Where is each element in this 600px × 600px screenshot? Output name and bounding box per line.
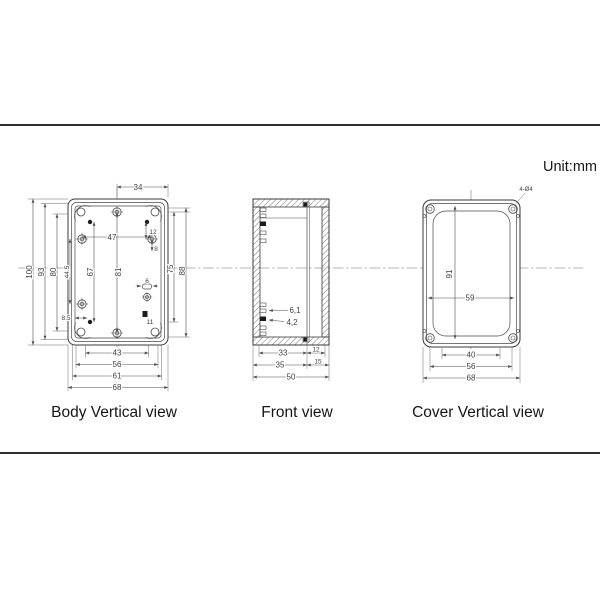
dim-cover-91: 91 <box>445 269 454 278</box>
dim-body-44-5: 44.5 <box>64 265 71 278</box>
corner-hole <box>150 207 160 217</box>
body-dimension-lines <box>31 185 188 389</box>
locating-dot <box>144 219 150 225</box>
dim-front-35: 35 <box>276 361 285 370</box>
body-mid-wall <box>71 202 165 342</box>
dim-body-47: 47 <box>108 233 117 242</box>
cover-mid-edge <box>426 203 517 344</box>
front-top-wall <box>252 198 330 208</box>
dim-body-8: 8 <box>154 246 158 253</box>
dim-body-88: 88 <box>178 266 187 275</box>
terminal-block <box>142 311 148 317</box>
dim-front-6-1: 6,1 <box>289 306 301 315</box>
front-top-step <box>302 201 310 207</box>
front-right-wall <box>321 206 330 338</box>
front-view: 6,1 4,2 33 12 35 15 50 <box>252 198 330 383</box>
dim-front-4-2: 4,2 <box>286 318 298 327</box>
dim-body-80: 80 <box>49 267 58 276</box>
front-bottom-step <box>302 337 310 343</box>
caption-body-view: Body Vertical view <box>51 404 177 421</box>
dim-body-81: 81 <box>114 267 123 276</box>
dim-front-33: 33 <box>279 349 288 358</box>
dim-body-6: 6 <box>145 278 149 285</box>
dim-cover-56: 56 <box>467 362 476 371</box>
corner-hole <box>150 327 160 337</box>
front-bottom-seal <box>303 337 308 342</box>
boss-left-lower <box>75 297 89 311</box>
corner-ear-arc <box>145 205 162 222</box>
dim-body-43: 43 <box>113 349 122 358</box>
boss-small <box>141 291 153 303</box>
dim-body-8-5: 8.5 <box>61 315 70 322</box>
dim-body-11: 11 <box>147 319 154 326</box>
dim-cover-hole-note: 4-Ø4 <box>519 187 533 193</box>
front-left-wall <box>252 206 261 338</box>
unit-label: Unit:mm <box>543 159 597 175</box>
cover-dimension-lines <box>423 206 520 380</box>
caption-cover-view: Cover Vertical view <box>412 404 544 421</box>
dim-body-61: 61 <box>113 372 122 381</box>
dim-body-100: 100 <box>25 265 34 279</box>
cover-note-leader <box>513 192 526 207</box>
dim-body-12: 12 <box>149 229 157 236</box>
corner-hole <box>76 327 86 337</box>
dim-cover-40: 40 <box>467 351 476 360</box>
cover-corner-holes <box>422 204 520 343</box>
dim-front-12: 12 <box>312 347 320 354</box>
dim-body-34: 34 <box>134 183 143 192</box>
dim-cover-68: 68 <box>467 374 476 383</box>
front-ribs <box>259 207 267 336</box>
dim-body-93: 93 <box>37 267 46 276</box>
dim-cover-59: 59 <box>466 294 475 303</box>
dim-body-68: 68 <box>113 383 122 392</box>
dim-body-56: 56 <box>113 360 122 369</box>
corner-ear-arc <box>74 322 91 339</box>
caption-front-view: Front view <box>261 404 333 421</box>
dim-body-67: 67 <box>86 267 95 276</box>
locating-dot <box>87 219 93 225</box>
dim-front-50: 50 <box>287 373 296 382</box>
corner-ear-arc <box>74 205 91 222</box>
boss-left <box>75 232 89 246</box>
slot-feature <box>142 283 152 290</box>
locating-dot <box>87 319 93 325</box>
cover-view: 91 59 40 56 68 4-Ø4 <box>422 186 534 384</box>
dim-front-15: 15 <box>314 359 322 366</box>
corner-hole <box>76 207 86 217</box>
cover-recess <box>432 210 511 337</box>
body-view: 34 47 100 93 80 44.5 67 81 75 88 12 8 8.… <box>24 182 191 393</box>
body-inner-wall <box>74 205 162 339</box>
cover-outer-edge <box>422 199 521 348</box>
dim-body-75: 75 <box>166 264 175 273</box>
front-bottom-wall <box>252 336 330 346</box>
front-top-seal <box>303 202 308 207</box>
front-dimension-lines <box>252 309 329 379</box>
corner-ear-arc <box>145 322 162 339</box>
